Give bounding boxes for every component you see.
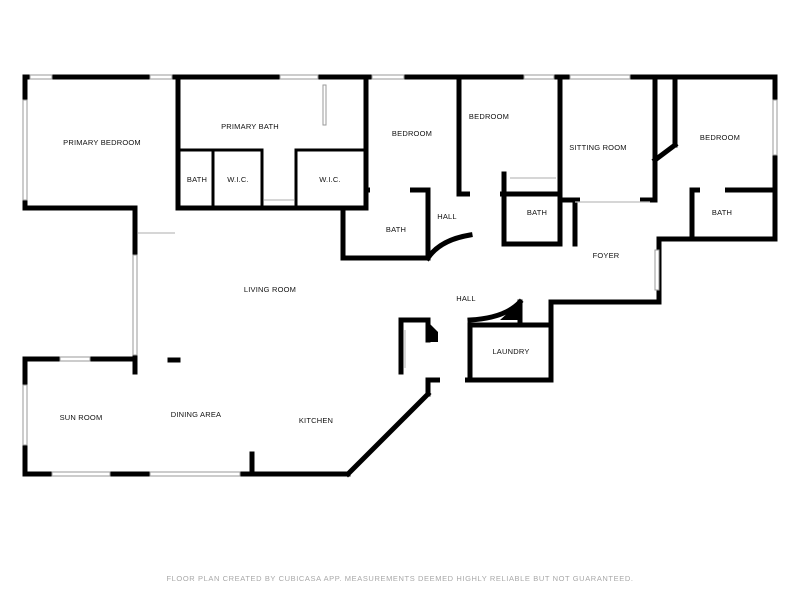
- room-label-bedroom-1: BEDROOM: [392, 129, 432, 138]
- laundry-cabinet-block: [500, 302, 520, 320]
- room-label-dining-area: DINING AREA: [171, 410, 222, 419]
- room-label-wic-2: W.I.C.: [319, 175, 341, 184]
- room-label-sitting-room: SITTING ROOM: [569, 143, 626, 152]
- floor-plan-credit: FLOOR PLAN CREATED BY CUBICASA APP. MEAS…: [166, 574, 634, 583]
- room-label-hall-2: HALL: [456, 294, 476, 303]
- room-label-kitchen: KITCHEN: [299, 416, 333, 425]
- room-labels: PRIMARY BEDROOM PRIMARY BATH BATH W.I.C.…: [60, 112, 740, 425]
- room-label-living-room: LIVING ROOM: [244, 285, 296, 294]
- room-label-primary-bedroom: PRIMARY BEDROOM: [63, 138, 141, 147]
- room-label-wic-1: W.I.C.: [227, 175, 249, 184]
- room-label-bath-3: BATH: [527, 208, 547, 217]
- interior-walls: [132, 74, 778, 477]
- room-label-hall-1: HALL: [437, 212, 457, 221]
- windows: [22, 74, 778, 477]
- room-label-laundry: LAUNDRY: [492, 347, 529, 356]
- room-label-sun-room: SUN ROOM: [60, 413, 103, 422]
- room-label-bedroom-2: BEDROOM: [469, 112, 509, 121]
- door-openings: [138, 177, 725, 383]
- room-label-bath-1: BATH: [187, 175, 207, 184]
- room-label-primary-bath: PRIMARY BATH: [221, 122, 279, 131]
- kitchen-pantry-block: [428, 322, 438, 342]
- room-label-bedroom-3: BEDROOM: [700, 133, 740, 142]
- room-label-foyer: FOYER: [593, 251, 620, 260]
- room-label-bath-2: BATH: [386, 225, 406, 234]
- room-label-bath-4: BATH: [712, 208, 732, 217]
